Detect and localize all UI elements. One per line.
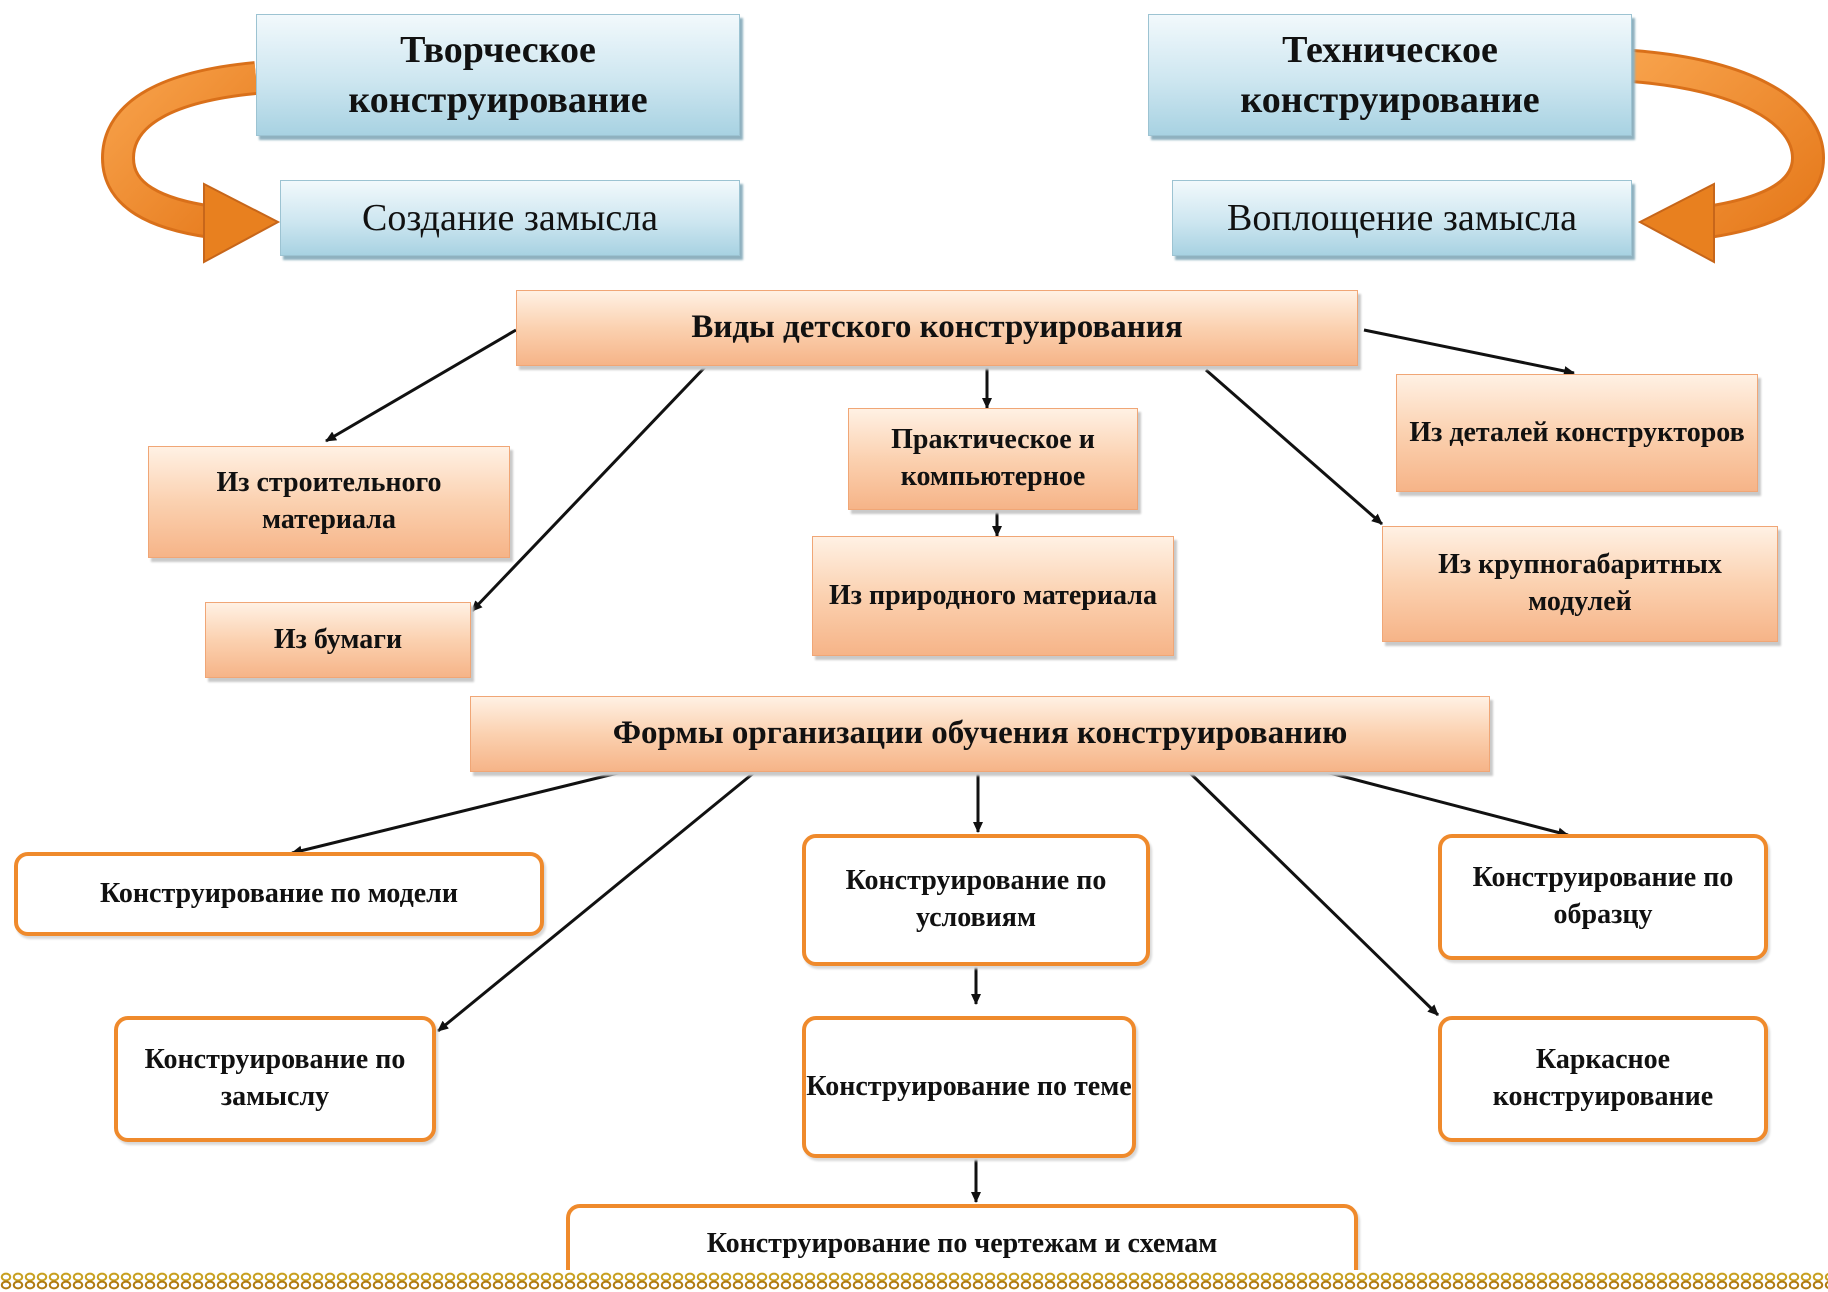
by-theme-box: Конструирование по теме	[802, 1016, 1136, 1158]
paper-box: Из бумаги	[205, 602, 471, 678]
arrow-types-to-building	[325, 328, 517, 443]
creative-construction-box: Творческое конструирование	[256, 14, 740, 136]
large-modules-label: Из крупногабаритных модулей	[1438, 549, 1722, 617]
constructor-parts-box: Из деталей конструкторов	[1396, 374, 1758, 492]
constructor-parts-label: Из деталей конструкторов	[1409, 416, 1745, 448]
types-title-label: Виды детского конструирования	[691, 309, 1183, 346]
by-conditions-box: Конструирование по условиям	[802, 834, 1150, 966]
idea-creation-label: Создание замысла	[361, 196, 659, 239]
building-material-label: Из строительного материала	[216, 467, 442, 535]
practical-computer-label: Практическое и компьютерное	[891, 424, 1095, 492]
natural-material-box: Из природного материала	[812, 536, 1174, 656]
technical-construction-box: Техническое конструирование	[1148, 14, 1632, 136]
arrow-forms-to-frame	[1186, 769, 1440, 1017]
natural-material-label: Из природного материала	[829, 579, 1157, 611]
arrow-forms-to-sample	[1321, 769, 1569, 838]
arrow-types-to-modules	[1205, 368, 1383, 526]
by-model-label: Конструирование по модели	[99, 877, 459, 909]
decorative-border-strip	[0, 1270, 1828, 1292]
curved-arrow-right-icon	[1630, 49, 1826, 264]
by-sample-box: Конструирование по образцу	[1438, 834, 1768, 960]
forms-title-box: Формы организации обучения конструирован…	[470, 696, 1490, 772]
technical-construction-label: Техническое конструирование	[1240, 28, 1540, 121]
by-design-label: Конструирование по замыслу	[144, 1044, 406, 1112]
arrow-types-to-parts	[1363, 328, 1575, 376]
frame-construction-label: Каркасное конструирование	[1492, 1044, 1714, 1112]
idea-embodiment-box: Воплощение замысла	[1172, 180, 1632, 256]
building-material-box: Из строительного материала	[148, 446, 510, 558]
idea-embodiment-label: Воплощение замысла	[1227, 196, 1577, 239]
curved-arrow-left-icon	[100, 61, 281, 264]
large-modules-box: Из крупногабаритных модулей	[1382, 526, 1778, 642]
by-theme-label: Конструирование по теме	[806, 1070, 1132, 1102]
creative-construction-label: Творческое конструирование	[348, 28, 648, 121]
paper-label: Из бумаги	[273, 623, 403, 655]
by-design-box: Конструирование по замыслу	[114, 1016, 436, 1142]
arrow-types-to-paper	[470, 364, 708, 613]
forms-title-label: Формы организации обучения конструирован…	[612, 715, 1348, 752]
idea-creation-box: Создание замысла	[280, 180, 740, 256]
types-title-box: Виды детского конструирования	[516, 290, 1358, 366]
by-conditions-label: Конструирование по условиям	[845, 865, 1107, 933]
frame-construction-box: Каркасное конструирование	[1438, 1016, 1768, 1142]
by-sample-label: Конструирование по образцу	[1472, 862, 1734, 930]
by-model-box: Конструирование по модели	[14, 852, 544, 936]
arrow-forms-to-design	[437, 769, 757, 1033]
arrow-forms-to-model	[291, 769, 627, 856]
by-drawings-label: Конструирование по чертежам и схемам	[706, 1227, 1218, 1259]
practical-computer-box: Практическое и компьютерное	[848, 408, 1138, 510]
